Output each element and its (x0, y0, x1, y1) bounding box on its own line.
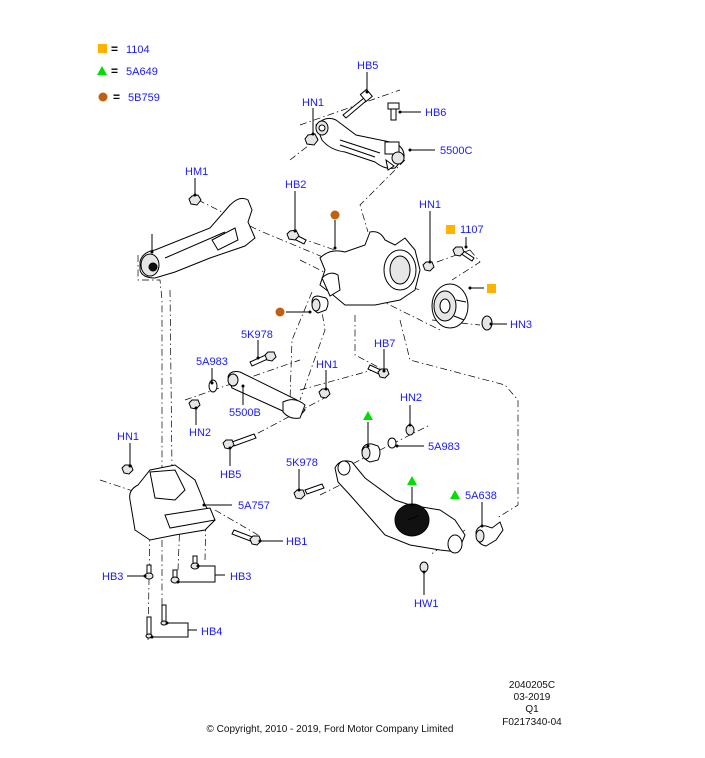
triangle-marker-icon (407, 476, 417, 485)
legend-item-square: = 1104 (98, 42, 150, 56)
label-hb7: HB7 (374, 338, 395, 350)
bolts-hb4 (145, 604, 168, 639)
nut-hn1-upper (304, 133, 319, 146)
label-hn2-right: HN2 (400, 392, 422, 404)
subframe-bracket-5a757 (129, 464, 216, 541)
legend-item-circle: = 5B759 (98, 90, 160, 104)
knuckle-assembly (319, 231, 421, 306)
legend-item-triangle: = 5A649 (97, 64, 158, 78)
label-5k978: 5K978 (241, 329, 273, 341)
label-5500c: 5500C (440, 145, 472, 157)
label-hw1: HW1 (414, 598, 438, 610)
part-markers (275, 210, 496, 499)
legend-equals: = (113, 90, 120, 104)
label-5a757: 5A757 (238, 500, 270, 512)
label-hb5: HB5 (357, 60, 378, 72)
square-marker-icon (487, 284, 496, 293)
illustration-quarter: Q1 (525, 704, 539, 715)
label-5k978-lower: 5K978 (286, 457, 318, 469)
triangle-marker-icon (363, 411, 373, 420)
wheel-hub-1104 (431, 283, 469, 329)
label-hb6: HB6 (425, 107, 446, 119)
footer: 2040205C 03-2019 Q1 F0217340-04 © Copyri… (207, 680, 563, 735)
assembly-centerlines (99, 89, 519, 641)
legend-equals: = (111, 42, 118, 56)
label-hb4: HB4 (201, 626, 222, 638)
bolt-hb5-lower (222, 433, 257, 450)
label-hn1: HN1 (302, 97, 324, 109)
bushing-5b759 (311, 295, 329, 314)
triangle-marker-icon (450, 490, 460, 499)
label-hn3: HN3 (510, 319, 532, 331)
bushing-5a638 (475, 521, 504, 547)
washer-5a983-left (208, 379, 218, 393)
bolt-hb6 (387, 102, 400, 121)
nut-hn1-knuckle (422, 261, 435, 272)
label-hb5-lower: HB5 (220, 469, 241, 481)
nut-hn1-mid (318, 388, 331, 399)
label-5a638: 5A638 (465, 490, 497, 502)
upper-control-arm-5500c (315, 117, 405, 171)
legend-part-number: 5B759 (128, 92, 160, 104)
lower-control-arm (334, 460, 466, 554)
bolt-hb1 (231, 529, 262, 546)
label-5a983-right: 5A983 (428, 441, 460, 453)
bolt-hb7 (367, 364, 390, 379)
bolts-hb3 (144, 555, 200, 584)
label-hb3-left: HB3 (102, 571, 123, 583)
copyright-notice: © Copyright, 2010 - 2019, Ford Motor Com… (207, 724, 454, 735)
bolt-5k978-upper (249, 351, 277, 367)
legend: = 1104 = 5A649 = 5B759 (97, 42, 160, 104)
label-hn2: HN2 (189, 427, 211, 439)
bolt-1107 (452, 246, 475, 262)
label-hn1-mid: HN1 (316, 359, 338, 371)
circle-marker-icon (330, 210, 340, 220)
bolt-5k978-lower (293, 483, 325, 500)
label-1107: 1107 (460, 224, 484, 236)
circle-marker-icon (275, 307, 285, 317)
bushing-5a649 (361, 443, 381, 463)
label-hn1-knuckle: HN1 (419, 199, 441, 211)
bolt-hb2 (286, 229, 307, 245)
circle-marker-icon (98, 92, 108, 102)
illustration-id: 2040205C (509, 680, 555, 691)
legend-part-number: 1104 (126, 44, 150, 56)
label-hb1: HB1 (286, 536, 307, 548)
washer-5a983-right (387, 437, 397, 449)
label-5a983: 5A983 (196, 356, 228, 368)
triangle-marker-icon (97, 66, 107, 75)
part-labels: HB5 HN1 HB6 5500C HM1 HB2 HN1 1107 HN3 5… (102, 60, 532, 638)
label-hb2: HB2 (285, 179, 306, 191)
square-marker-icon (446, 225, 455, 234)
illustration-date: 03-2019 (514, 692, 551, 703)
legend-part-number: 5A649 (126, 66, 158, 78)
bolt-hb5-upper (342, 88, 373, 119)
bolt-hm1 (188, 194, 202, 206)
trailing-blade-arm (139, 197, 256, 279)
figure-number: F0217340-04 (502, 717, 562, 728)
legend-equals: = (111, 64, 118, 78)
toe-link-5500b (227, 371, 306, 419)
label-hn1-left: HN1 (117, 431, 139, 443)
label-hm1: HM1 (185, 166, 208, 178)
nut-hn2-left (188, 399, 201, 410)
square-marker-icon (98, 44, 107, 53)
label-5500b: 5500B (229, 407, 261, 419)
label-hb3-right: HB3 (230, 571, 251, 583)
leader-lines (127, 72, 507, 639)
